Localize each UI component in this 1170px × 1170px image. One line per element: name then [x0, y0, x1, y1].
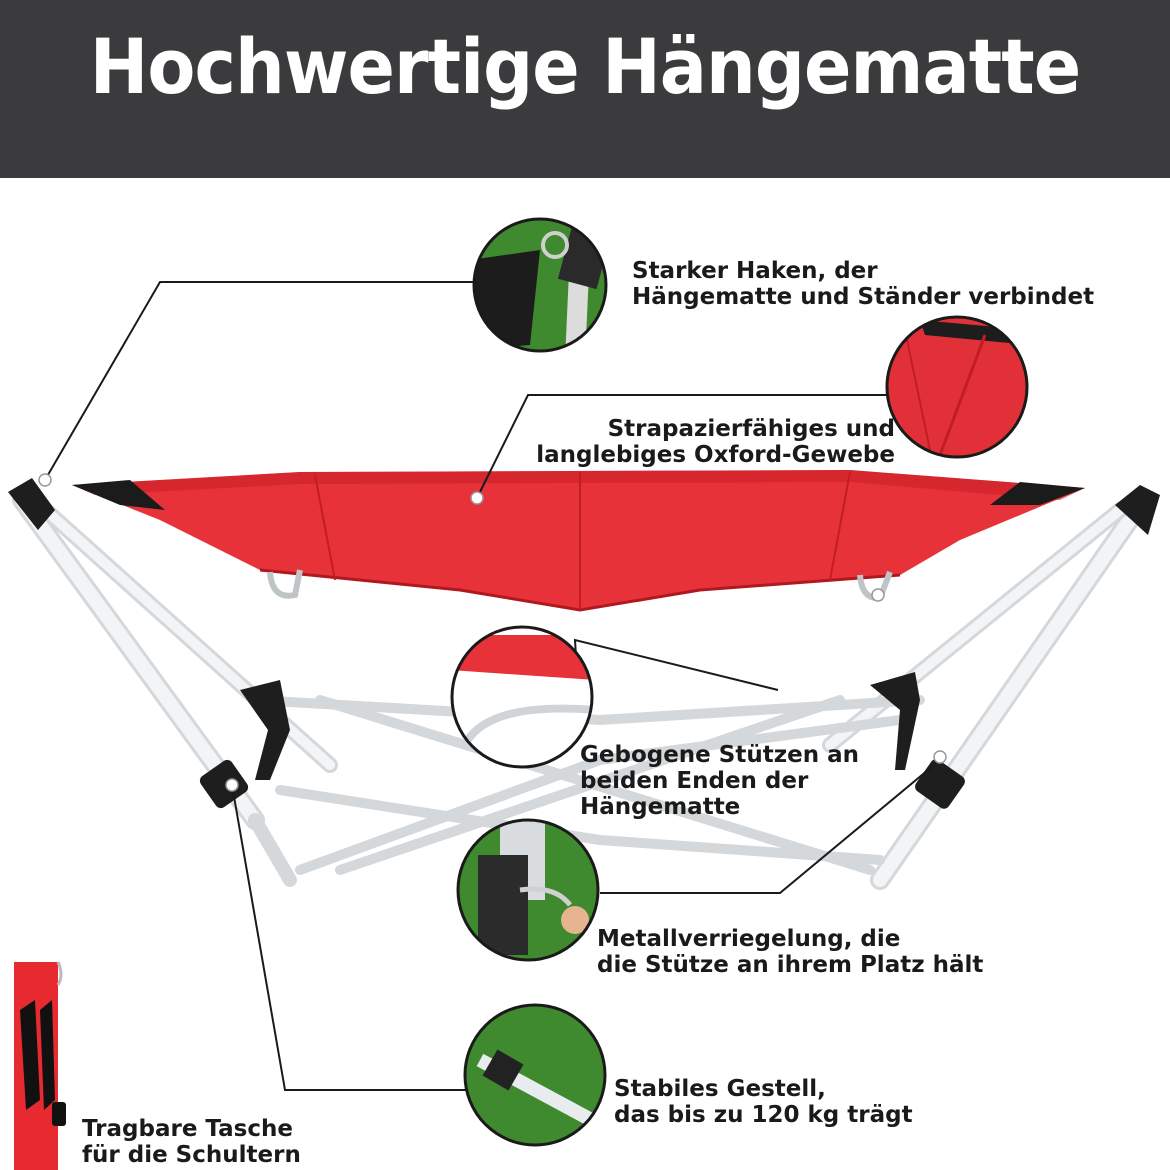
callout-frame-line1: Stabiles Gestell,: [614, 1076, 826, 1102]
callout-supports-line2: beiden Enden der: [580, 768, 809, 794]
callout-frame-line2: das bis zu 120 kg trägt: [614, 1102, 913, 1128]
page-title: Hochwertige Hängematte: [89, 22, 1081, 111]
callout-dots: [38, 473, 947, 792]
callout-bag-line1: Tragbare Tasche: [82, 1116, 293, 1142]
callout-fabric-text: Strapazierfähiges und langlebiges Oxford…: [510, 416, 895, 468]
callout-hook-line2: Hängematte und Ständer verbindet: [632, 284, 1095, 310]
title-banner: Hochwertige Hängematte: [0, 0, 1170, 178]
callout-lines: [44, 281, 941, 1091]
callout-fabric-line2: langlebiges Oxford-Gewebe: [536, 442, 895, 468]
hammock-fabric: [72, 470, 1085, 612]
stand-frame: [12, 490, 1150, 890]
hook-detail-circle: [472, 217, 608, 353]
callout-fabric-line1: Strapazierfähiges und: [607, 416, 895, 442]
callout-bag-text: Tragbare Tasche für die Schultern: [82, 1116, 301, 1168]
support-detail-circle: [450, 625, 594, 769]
callout-hook-line1: Starker Haken, der: [632, 258, 878, 284]
frame-joints: [8, 478, 1160, 809]
callout-bag-line2: für die Schultern: [82, 1142, 301, 1168]
carry-bag: [14, 961, 66, 1170]
callout-lock-line1: Metallverriegelung, die: [597, 926, 901, 952]
callout-supports-line3: Hängematte: [580, 794, 741, 820]
callout-hook-text: Starker Haken, der Hängematte und Stände…: [632, 258, 1094, 310]
callout-frame-text: Stabiles Gestell, das bis zu 120 kg träg…: [614, 1076, 913, 1128]
callout-lock-text: Metallverriegelung, die die Stütze an ih…: [597, 926, 983, 978]
lock-detail-circle: [456, 818, 600, 962]
callout-supports-text: Gebogene Stützen an beiden Enden der Hän…: [580, 742, 859, 820]
callout-supports-line1: Gebogene Stützen an: [580, 742, 859, 768]
frame-detail-circle: [463, 1003, 607, 1147]
callout-lock-line2: die Stütze an ihrem Platz hält: [597, 952, 984, 978]
fabric-detail-circle: [885, 315, 1029, 459]
